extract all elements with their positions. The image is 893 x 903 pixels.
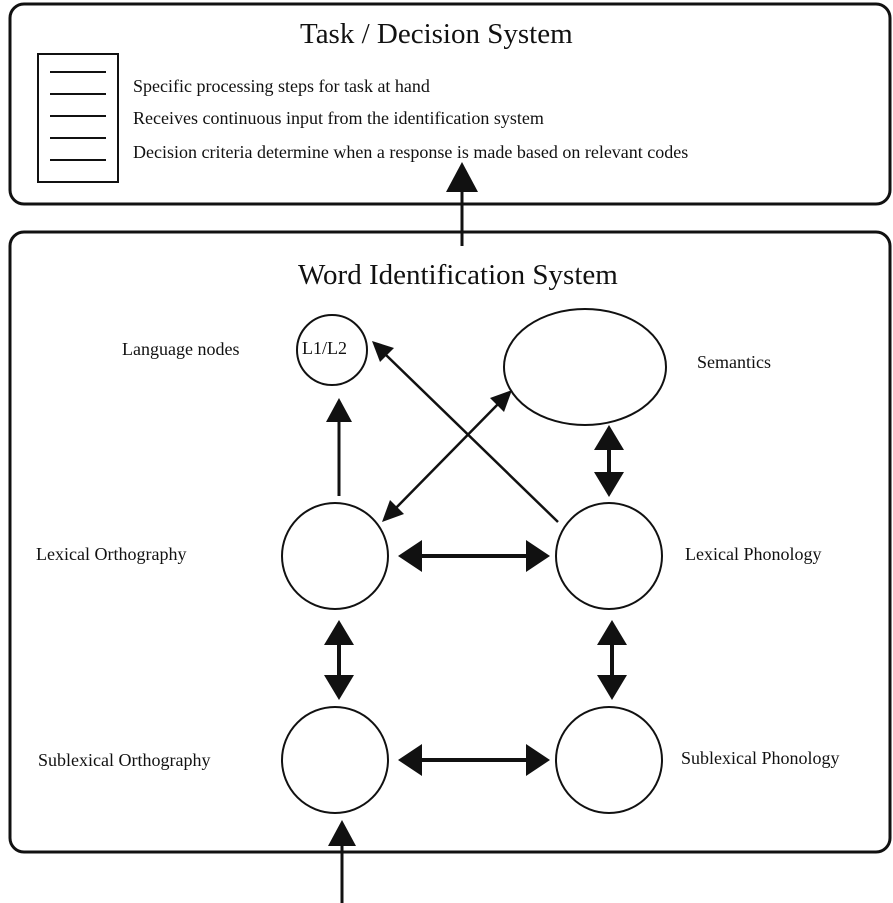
arrow-orthography-to-language <box>326 398 352 496</box>
document-icon <box>37 53 119 183</box>
arrow-orthography-levels <box>324 620 354 700</box>
semantics-label: Semantics <box>697 352 771 372</box>
sublexical-phonology-label: Sublexical Phonology <box>681 748 840 768</box>
task-system-title: Task / Decision System <box>300 18 573 50</box>
lexical-orthography-label: Lexical Orthography <box>36 544 187 564</box>
task-system-box <box>8 2 892 206</box>
sublexical-orthography-circle <box>281 706 389 814</box>
language-node-circle <box>296 314 368 386</box>
arrow-semantics-orthography <box>382 390 512 522</box>
lexical-orthography-circle <box>281 502 389 610</box>
semantics-ellipse <box>503 308 667 426</box>
sublexical-phonology-circle <box>555 706 663 814</box>
arrow-phonology-to-language <box>372 341 559 523</box>
word-system-box <box>8 230 892 854</box>
arrow-sublexical-orth-phon <box>398 744 550 776</box>
lexical-phonology-label: Lexical Phonology <box>685 544 822 564</box>
arrow-phonology-levels <box>597 620 627 700</box>
task-item-2: Receives continuous input from the ident… <box>133 108 544 128</box>
arrow-to-task-system <box>446 162 478 246</box>
arrow-semantics-phonology <box>594 425 624 497</box>
task-item-3: Decision criteria determine when a respo… <box>133 142 689 162</box>
sublexical-orthography-label: Sublexical Orthography <box>38 750 211 770</box>
input-arrow <box>328 820 356 903</box>
language-nodes-label: Language nodes <box>122 339 240 359</box>
task-item-1: Specific processing steps for task at ha… <box>133 76 430 96</box>
lexical-phonology-circle <box>555 502 663 610</box>
arrow-lexical-orth-phon <box>398 540 550 572</box>
word-system-title: Word Identification System <box>298 259 618 291</box>
language-node-inner-label: L1/L2 <box>302 338 347 358</box>
